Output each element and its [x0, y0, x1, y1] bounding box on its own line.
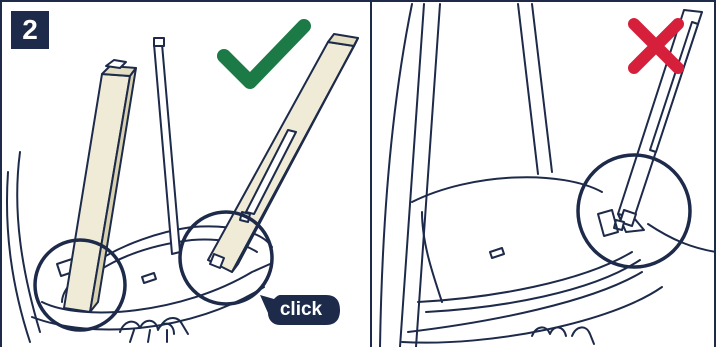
incorrect-installation-illustration	[372, 2, 716, 347]
correct-installation-panel: 2 click	[2, 2, 370, 347]
callout-label: click	[264, 295, 338, 325]
step-number-badge: 2	[11, 11, 49, 49]
click-callout: click	[264, 295, 338, 325]
incorrect-installation-panel	[372, 2, 716, 347]
check-icon	[224, 26, 304, 82]
